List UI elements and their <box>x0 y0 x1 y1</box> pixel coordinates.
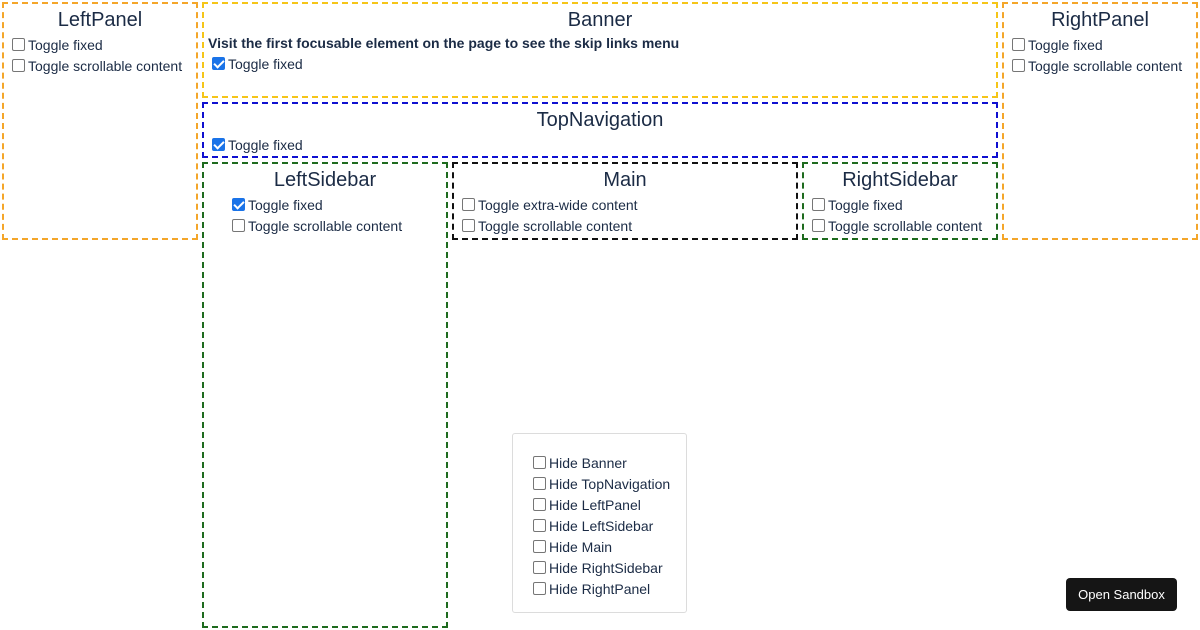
banner-title: Banner <box>567 9 633 31</box>
hide-banner-label: Hide Banner <box>549 454 627 471</box>
hide-right-sidebar-toggle[interactable]: Hide RightSidebar <box>533 557 686 578</box>
checkbox-unchecked-icon[interactable] <box>812 219 825 232</box>
right-sidebar-title: RightSidebar <box>842 169 958 191</box>
left-panel-toggle-fixed-label: Toggle fixed <box>28 36 103 53</box>
left-panel-toggle-fixed[interactable]: Toggle fixed <box>12 34 196 55</box>
checkbox-unchecked-icon[interactable] <box>12 59 25 72</box>
main-title: Main <box>603 169 647 191</box>
top-navigation-title: TopNavigation <box>536 109 664 131</box>
checkbox-unchecked-icon[interactable] <box>533 456 546 469</box>
right-sidebar-region: RightSidebar Toggle fixed Toggle scrolla… <box>802 162 998 240</box>
checkbox-checked-icon[interactable] <box>212 138 225 151</box>
left-sidebar-toggle-scrollable-label: Toggle scrollable content <box>248 217 403 234</box>
left-panel-region: LeftPanel Toggle fixed Toggle scrollable… <box>2 2 198 240</box>
right-sidebar-toggle-fixed-label: Toggle fixed <box>828 196 903 213</box>
checkbox-unchecked-icon[interactable] <box>1012 59 1025 72</box>
checkbox-unchecked-icon[interactable] <box>462 198 475 211</box>
left-sidebar-region: LeftSidebar Toggle fixed Toggle scrollab… <box>202 162 448 628</box>
top-navigation-toggle-fixed-label: Toggle fixed <box>228 136 303 153</box>
right-sidebar-toggle-fixed[interactable]: Toggle fixed <box>812 194 996 215</box>
left-panel-toggle-scrollable[interactable]: Toggle scrollable content <box>12 55 196 76</box>
checkbox-unchecked-icon[interactable] <box>533 540 546 553</box>
hide-banner-toggle[interactable]: Hide Banner <box>533 452 686 473</box>
left-panel-toggle-scrollable-label: Toggle scrollable content <box>28 57 183 74</box>
main-toggle-scrollable[interactable]: Toggle scrollable content <box>462 215 796 236</box>
main-region: Main Toggle extra-wide content Toggle sc… <box>452 162 798 240</box>
right-panel-toggle-fixed[interactable]: Toggle fixed <box>1012 34 1196 55</box>
skip-links-note: Visit the first focusable element on the… <box>208 35 680 51</box>
hide-left-sidebar-toggle[interactable]: Hide LeftSidebar <box>533 515 686 536</box>
checkbox-unchecked-icon[interactable] <box>232 219 245 232</box>
left-sidebar-toggle-scrollable[interactable]: Toggle scrollable content <box>232 215 446 236</box>
main-toggle-extra-wide-label: Toggle extra-wide content <box>478 196 638 213</box>
top-navigation-region: TopNavigation Toggle fixed <box>202 102 998 158</box>
hide-left-panel-toggle[interactable]: Hide LeftPanel <box>533 494 686 515</box>
checkbox-unchecked-icon[interactable] <box>533 519 546 532</box>
open-sandbox-button[interactable]: Open Sandbox <box>1066 578 1177 611</box>
banner-toggle-fixed[interactable]: Toggle fixed <box>212 53 996 74</box>
hide-left-sidebar-label: Hide LeftSidebar <box>549 517 654 534</box>
left-panel-title: LeftPanel <box>57 9 143 31</box>
top-navigation-toggle-fixed[interactable]: Toggle fixed <box>212 134 996 155</box>
banner-region: Banner Visit the first focusable element… <box>202 2 998 98</box>
hide-right-sidebar-label: Hide RightSidebar <box>549 559 663 576</box>
main-toggle-scrollable-label: Toggle scrollable content <box>478 217 633 234</box>
hide-top-navigation-label: Hide TopNavigation <box>549 475 671 492</box>
left-sidebar-toggle-fixed-label: Toggle fixed <box>248 196 323 213</box>
left-sidebar-toggle-fixed[interactable]: Toggle fixed <box>232 194 446 215</box>
checkbox-unchecked-icon[interactable] <box>462 219 475 232</box>
checkbox-unchecked-icon[interactable] <box>12 38 25 51</box>
hide-left-panel-label: Hide LeftPanel <box>549 496 641 513</box>
right-panel-title: RightPanel <box>1051 9 1149 31</box>
banner-toggle-fixed-label: Toggle fixed <box>228 55 303 72</box>
hide-regions-panel: Hide Banner Hide TopNavigation Hide Left… <box>512 433 687 613</box>
right-sidebar-toggle-scrollable-label: Toggle scrollable content <box>828 217 983 234</box>
right-panel-toggle-scrollable[interactable]: Toggle scrollable content <box>1012 55 1196 76</box>
checkbox-checked-icon[interactable] <box>232 198 245 211</box>
main-toggle-extra-wide[interactable]: Toggle extra-wide content <box>462 194 796 215</box>
hide-main-toggle[interactable]: Hide Main <box>533 536 686 557</box>
right-panel-toggle-fixed-label: Toggle fixed <box>1028 36 1103 53</box>
right-panel-region: RightPanel Toggle fixed Toggle scrollabl… <box>1002 2 1198 240</box>
checkbox-checked-icon[interactable] <box>212 57 225 70</box>
left-sidebar-title: LeftSidebar <box>273 169 377 191</box>
hide-right-panel-toggle[interactable]: Hide RightPanel <box>533 578 686 599</box>
hide-right-panel-label: Hide RightPanel <box>549 580 651 597</box>
checkbox-unchecked-icon[interactable] <box>533 498 546 511</box>
right-sidebar-toggle-scrollable[interactable]: Toggle scrollable content <box>812 215 996 236</box>
checkbox-unchecked-icon[interactable] <box>812 198 825 211</box>
checkbox-unchecked-icon[interactable] <box>533 561 546 574</box>
hide-main-label: Hide Main <box>549 538 613 555</box>
checkbox-unchecked-icon[interactable] <box>533 477 546 490</box>
hide-top-navigation-toggle[interactable]: Hide TopNavigation <box>533 473 686 494</box>
checkbox-unchecked-icon[interactable] <box>533 582 546 595</box>
right-panel-toggle-scrollable-label: Toggle scrollable content <box>1028 57 1183 74</box>
checkbox-unchecked-icon[interactable] <box>1012 38 1025 51</box>
